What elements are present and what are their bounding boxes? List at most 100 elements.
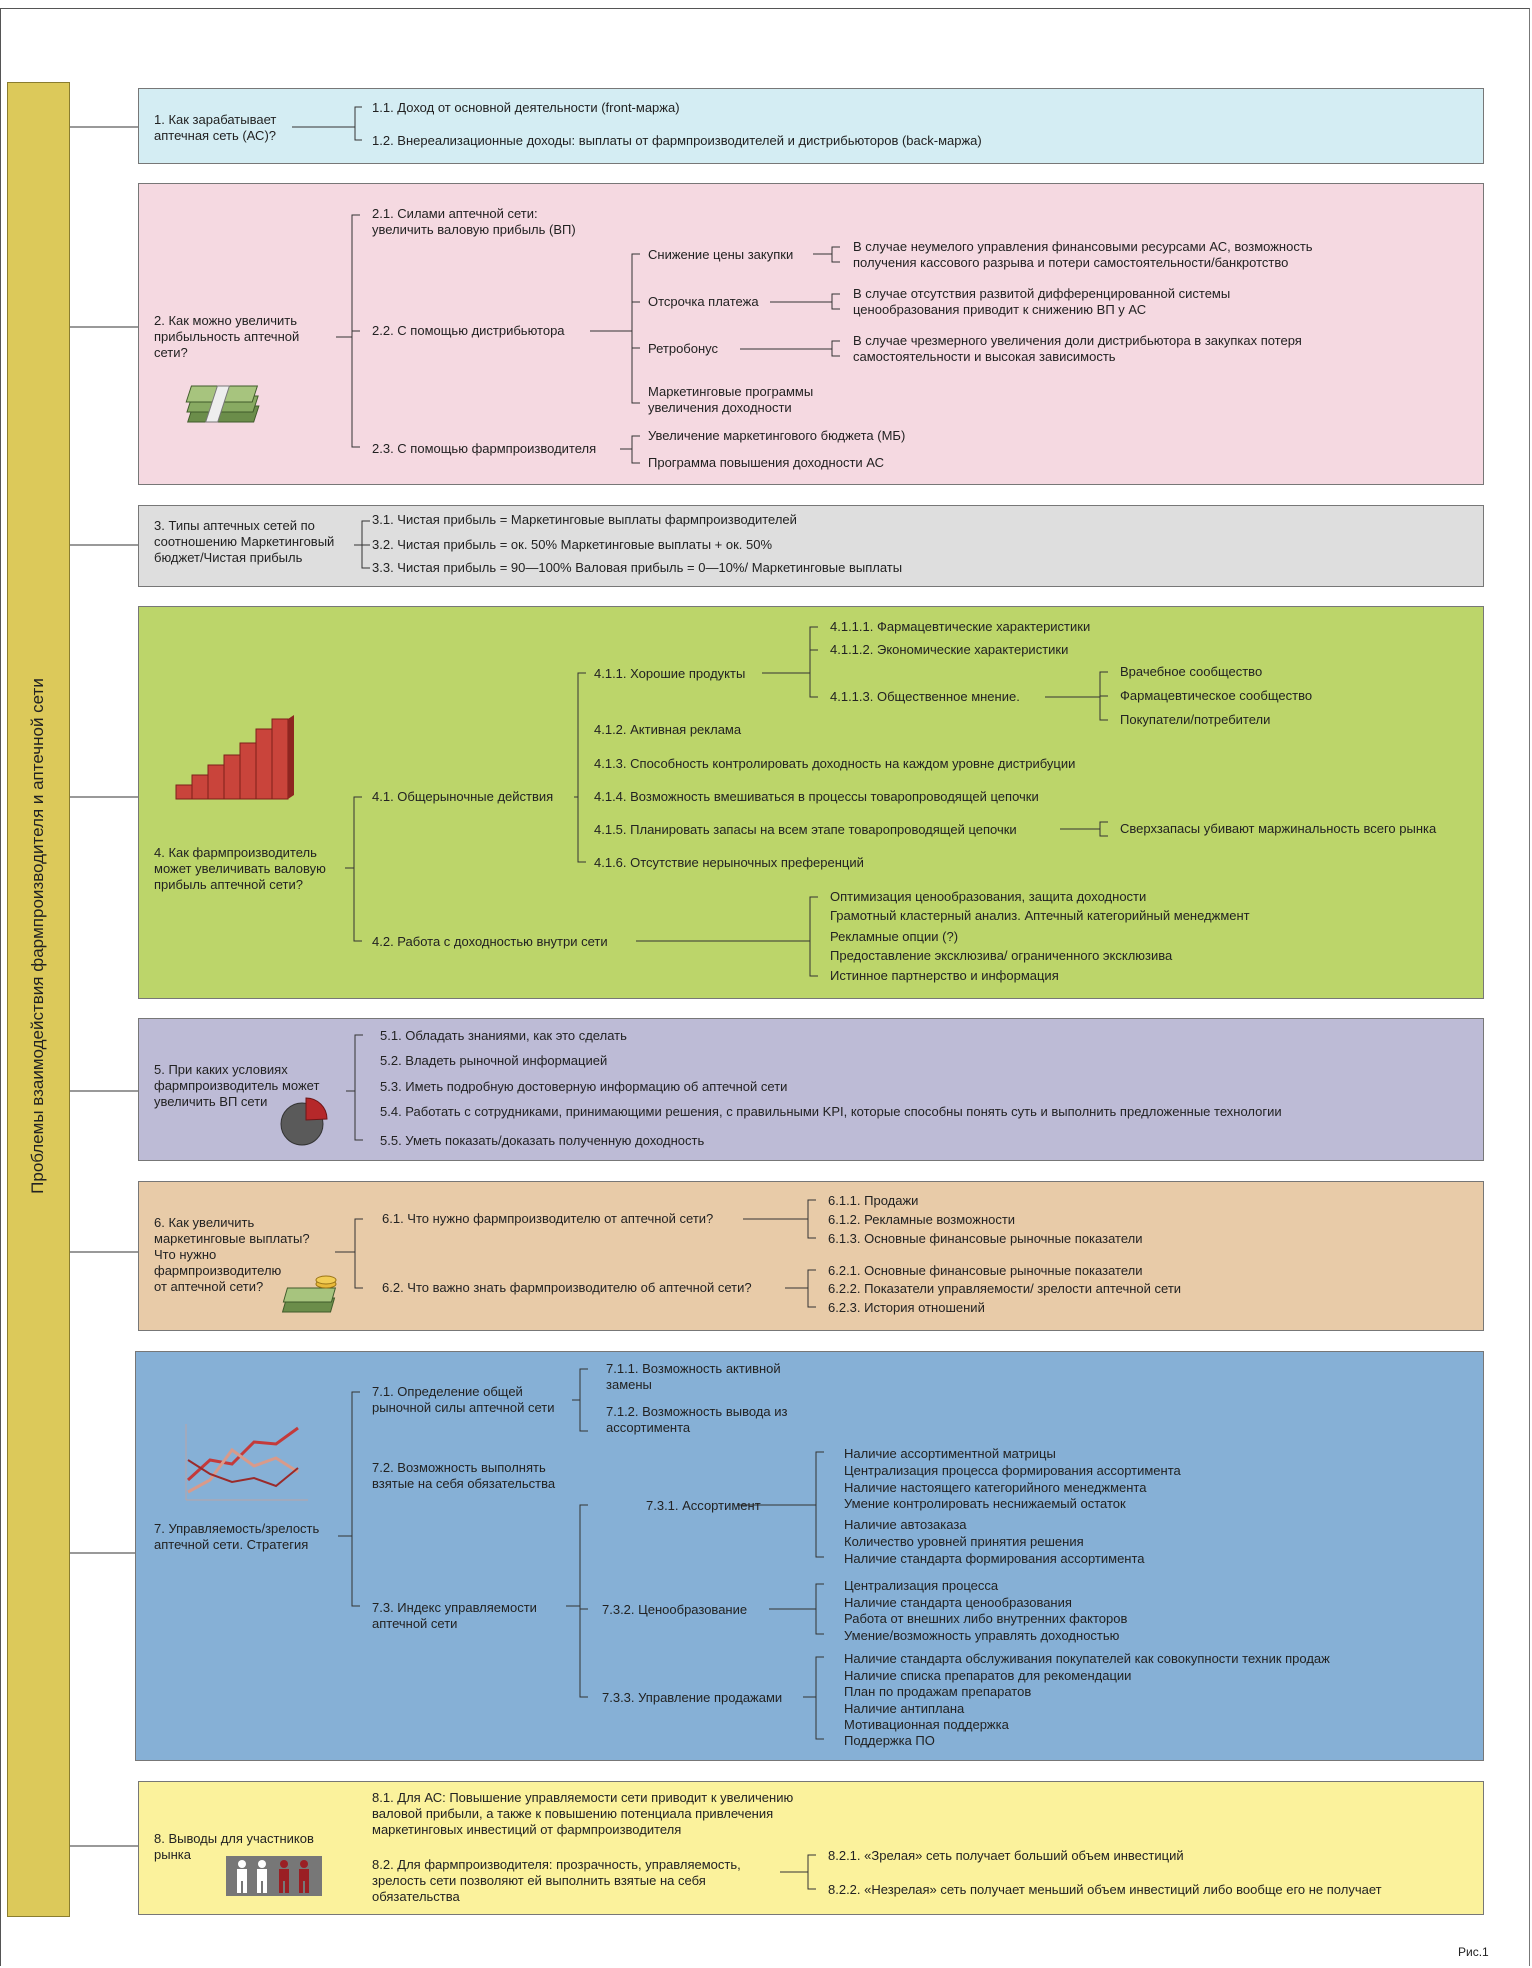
section-1-panel bbox=[138, 88, 1484, 164]
s4-item-4-1-4: 4.1.4. Возможность вмешиваться в процесс… bbox=[594, 789, 1039, 804]
s1-item-2: 1.2. Внереализационные доходы: выплаты о… bbox=[372, 133, 982, 148]
s7-assortment-4: Умение контролировать неснижаемый остато… bbox=[844, 1496, 1126, 1511]
s7-item-7-1-2: 7.1.2. Возможность вывода из ассортимент… bbox=[606, 1404, 788, 1435]
s4-item-4-1-6: 4.1.6. Отсутствие нерыночных преференций bbox=[594, 855, 864, 870]
s4-overstock-note: Сверхзапасы убивают маржинальность всего… bbox=[1120, 821, 1437, 836]
s4-opinion-3: Покупатели/потребители bbox=[1120, 712, 1271, 727]
s5-item-5: 5.5. Уметь показать/доказать полученную … bbox=[380, 1133, 705, 1148]
page-frame bbox=[0, 8, 1530, 1966]
s4-question: 4. Как фармпроизводитель может увеличива… bbox=[154, 845, 326, 892]
s7-sales-4: Наличие антиплана bbox=[844, 1701, 965, 1716]
s6-branch-1: 6.1. Что нужно фармпроизводителю от апте… bbox=[382, 1211, 714, 1226]
money-coins-icon bbox=[281, 1275, 337, 1313]
s4-network-5: Истинное партнерство и информация bbox=[830, 968, 1059, 983]
s1-question: 1. Как зарабатывает аптечная сеть (АС)? bbox=[154, 112, 277, 143]
money-stack-icon bbox=[185, 385, 260, 423]
s4-network-2: Грамотный кластерный анализ. Аптечный ка… bbox=[830, 908, 1250, 923]
s2-distributor-1: Снижение цены закупки bbox=[648, 247, 794, 262]
s7-sales-3: План по продажам препаратов bbox=[844, 1684, 1032, 1699]
s7-sales-5: Мотивационная поддержка bbox=[844, 1717, 1009, 1732]
s4-item-4-1-1-1: 4.1.1.1. Фармацевтические характеристики bbox=[830, 619, 1091, 634]
s7-item-7-3-3: 7.3.3. Управление продажами bbox=[602, 1690, 783, 1705]
s6-item-6-2-3: 6.2.3. История отношений bbox=[828, 1300, 985, 1315]
s3-item-2: 3.2. Чистая прибыль = ок. 50% Маркетинго… bbox=[372, 537, 773, 552]
s7-pricing-3: Работа от внешних либо внутренних фактор… bbox=[844, 1611, 1128, 1626]
s4-item-4-1-3: 4.1.3. Способность контролировать доходн… bbox=[594, 756, 1076, 771]
section-7-panel bbox=[135, 1351, 1484, 1761]
s6-item-6-2-1: 6.2.1. Основные финансовые рыночные пока… bbox=[828, 1263, 1143, 1278]
s2-branch-2: 2.2. С помощью дистрибьютора bbox=[372, 323, 565, 338]
s8-item-8-2: 8.2. Для фармпроизводителя: прозрачность… bbox=[372, 1857, 741, 1904]
s3-item-3: 3.3. Чистая прибыль = 90—100% Валовая пр… bbox=[372, 560, 903, 575]
s4-item-4-1-1-3: 4.1.1.3. Общественное мнение. bbox=[830, 689, 1020, 704]
s7-pricing-4: Умение/возможность управлять доходностью bbox=[844, 1628, 1120, 1643]
s7-branch-3: 7.3. Индекс управляемости аптечной сети bbox=[372, 1600, 537, 1631]
s7-branch-1: 7.1. Определение общей рыночной силы апт… bbox=[372, 1384, 555, 1415]
s6-question: 6. Как увеличить маркетинговые выплаты? … bbox=[154, 1215, 310, 1294]
s8-item-8-1: 8.1. Для АС: Повышение управляемости сет… bbox=[372, 1790, 794, 1837]
s8-item-8-2-2: 8.2.2. «Незрелая» сеть получает меньший … bbox=[828, 1882, 1382, 1897]
s7-question: 7. Управляемость/зрелость аптечной сети.… bbox=[154, 1521, 320, 1552]
s7-assortment-2: Централизация процесса формирования ассо… bbox=[844, 1463, 1181, 1478]
spine-bar bbox=[7, 82, 70, 1917]
s4-network-3: Рекламные опции (?) bbox=[830, 929, 959, 944]
s4-network-1: Оптимизация ценообразования, защита дохо… bbox=[830, 889, 1147, 904]
s5-item-4: 5.4. Работать с сотрудниками, принимающи… bbox=[380, 1104, 1282, 1119]
s7-sales-1: Наличие стандарта обслуживания покупател… bbox=[844, 1651, 1330, 1666]
s7-item-7-3-1: 7.3.1. Ассортимент bbox=[646, 1498, 761, 1513]
s6-item-6-2-2: 6.2.2. Показатели управляемости/ зрелост… bbox=[828, 1281, 1182, 1296]
s4-item-4-1-2: 4.1.2. Активная реклама bbox=[594, 722, 742, 737]
s1-item-1: 1.1. Доход от основной деятельности (fro… bbox=[372, 100, 680, 115]
s7-pricing-1: Централизация процесса bbox=[844, 1578, 999, 1593]
s2-distributor-4: Маркетинговые программы увеличения доход… bbox=[648, 384, 814, 415]
section-5-panel bbox=[138, 1018, 1484, 1161]
s4-opinion-2: Фармацевтическое сообщество bbox=[1120, 688, 1313, 703]
s3-question: 3. Типы аптечных сетей по соотношению Ма… bbox=[154, 518, 335, 565]
s4-branch-2: 4.2. Работа с доходностью внутри сети bbox=[372, 934, 608, 949]
pie-chart-icon bbox=[280, 1097, 328, 1146]
s7-item-7-1-1: 7.1.1. Возможность активной замены bbox=[606, 1361, 781, 1392]
s2-distributor-3: Ретробонус bbox=[648, 341, 719, 356]
s2-branch-3: 2.3. С помощью фармпроизводителя bbox=[372, 441, 597, 456]
s2-risk-3: В случае чрезмерного увеличения доли дис… bbox=[853, 333, 1302, 364]
s4-opinion-1: Врачебное сообщество bbox=[1120, 664, 1263, 679]
s8-item-8-2-1: 8.2.1. «Зрелая» сеть получает больший об… bbox=[828, 1848, 1184, 1863]
s2-question: 2. Как можно увеличить прибыльность апте… bbox=[154, 313, 300, 360]
s7-pricing-2: Наличие стандарта ценообразования bbox=[844, 1595, 1072, 1610]
s4-item-4-1-5: 4.1.5. Планировать запасы на всем этапе … bbox=[594, 822, 1017, 837]
s5-question: 5. При каких условиях фармпроизводитель … bbox=[154, 1062, 320, 1109]
s7-branch-2: 7.2. Возможность выполнять взятые на себ… bbox=[372, 1460, 556, 1491]
s6-item-6-1-3: 6.1.3. Основные финансовые рыночные пока… bbox=[828, 1231, 1143, 1246]
s4-branch-1: 4.1. Общерыночные действия bbox=[372, 789, 554, 804]
s2-manufacturer-2: Программа повышения доходности АС bbox=[648, 455, 885, 470]
s4-item-4-1-1: 4.1.1. Хорошие продукты bbox=[594, 666, 746, 681]
line-chart-icon bbox=[185, 1424, 308, 1501]
s7-assortment-5: Наличие автозаказа bbox=[844, 1517, 967, 1532]
s2-distributor-2: Отсрочка платежа bbox=[648, 294, 759, 309]
s4-network-4: Предоставление эксклюзива/ ограниченного… bbox=[830, 948, 1173, 963]
s7-item-7-3-2: 7.3.2. Ценообразование bbox=[602, 1602, 748, 1617]
s5-item-3: 5.3. Иметь подробную достоверную информа… bbox=[380, 1079, 788, 1094]
s7-assortment-6: Количество уровней принятия решения bbox=[844, 1534, 1084, 1549]
s7-sales-2: Наличие списка препаратов для рекомендац… bbox=[844, 1668, 1132, 1683]
s2-risk-2: В случае отсутствия развитой дифференцир… bbox=[853, 286, 1231, 317]
s6-item-6-1-2: 6.1.2. Рекламные возможности bbox=[828, 1212, 1016, 1227]
s2-manufacturer-1: Увеличение маркетингового бюджета (МБ) bbox=[648, 428, 906, 443]
s7-assortment-7: Наличие стандарта формирования ассортиме… bbox=[844, 1551, 1145, 1566]
s3-item-1: 3.1. Чистая прибыль = Маркетинговые выпл… bbox=[372, 512, 797, 527]
s2-risk-1: В случае неумелого управления финансовым… bbox=[853, 239, 1313, 270]
s7-assortment-3: Наличие настоящего категорийного менеджм… bbox=[844, 1480, 1147, 1495]
s2-branch-1: 2.1. Силами аптечной сети: увеличить вал… bbox=[372, 206, 576, 237]
s6-branch-2: 6.2. Что важно знать фармпроизводителю о… bbox=[382, 1280, 752, 1295]
figure-label: Рис.1 bbox=[1458, 1945, 1489, 1959]
people-icon bbox=[226, 1856, 322, 1896]
s5-item-1: 5.1. Обладать знаниями, как это сделать bbox=[380, 1028, 627, 1043]
section-8-panel bbox=[138, 1781, 1484, 1915]
s6-item-6-1-1: 6.1.1. Продажи bbox=[828, 1193, 919, 1208]
bar-chart-icon bbox=[175, 715, 294, 800]
spine-title: Проблемы взаимодействия фармпроизводител… bbox=[28, 678, 47, 1194]
s8-question: 8. Выводы для участников рынка bbox=[154, 1831, 314, 1862]
section-2-panel bbox=[138, 183, 1484, 485]
s5-item-2: 5.2. Владеть рыночной информацией bbox=[380, 1053, 608, 1068]
s4-item-4-1-1-2: 4.1.1.2. Экономические характеристики bbox=[830, 642, 1069, 657]
